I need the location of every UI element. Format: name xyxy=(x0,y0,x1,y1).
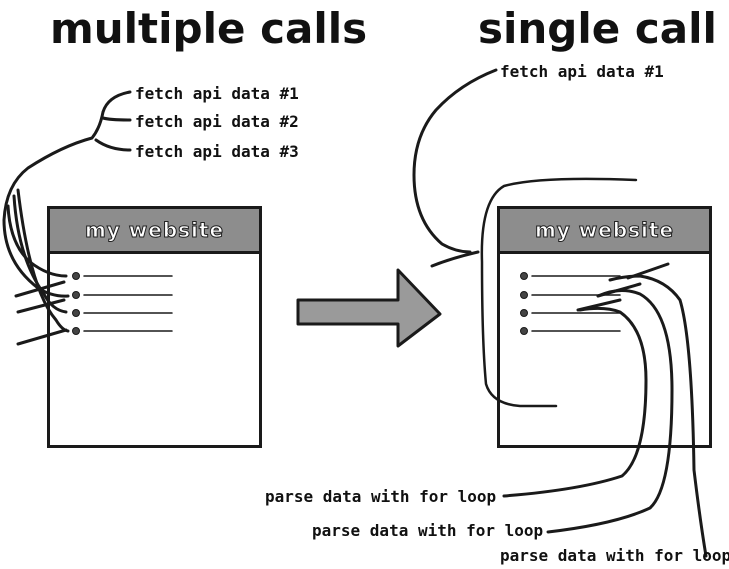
right-bullet-1 xyxy=(520,272,528,280)
left-fetch-label-3: fetch api data #3 xyxy=(135,142,299,161)
right-bullet-4 xyxy=(520,327,528,335)
right-parse-arrow-2 xyxy=(596,282,642,298)
left-arrow-stroke-2 xyxy=(16,298,66,314)
right-bullet-3 xyxy=(520,309,528,317)
right-arrow-icon xyxy=(296,268,442,348)
right-fetch-arrow-stroke xyxy=(430,250,480,268)
right-parse-arrow-1 xyxy=(626,262,670,280)
right-parse-curve-1 xyxy=(502,306,648,498)
right-parse-label-3: parse data with for loop xyxy=(500,546,729,565)
right-parse-curve-3 xyxy=(608,274,708,558)
left-fetch-branch-2 xyxy=(101,116,132,122)
right-loop-bracket xyxy=(480,177,638,408)
right-parse-label-1: parse data with for loop xyxy=(265,487,497,506)
left-fetch-label-1: fetch api data #1 xyxy=(135,84,299,103)
right-title: single call xyxy=(478,4,717,53)
left-arrow-stroke-3 xyxy=(16,328,68,346)
left-bullet-2 xyxy=(72,291,80,299)
right-fetch-label: fetch api data #1 xyxy=(500,62,664,81)
right-parse-arrow-3 xyxy=(576,298,622,312)
left-website-header: my website xyxy=(47,206,262,254)
right-bullet-2 xyxy=(520,291,528,299)
right-website-header: my website xyxy=(497,206,712,254)
right-parse-connectors xyxy=(502,262,708,558)
left-fetch-label-2: fetch api data #2 xyxy=(135,112,299,131)
right-website-body xyxy=(497,252,712,448)
right-website-title: my website xyxy=(534,218,675,243)
left-arrow-stroke-1 xyxy=(14,280,66,298)
left-fetch-curve-b xyxy=(12,194,68,314)
left-fetch-curve-c xyxy=(16,188,70,333)
left-website-title: my website xyxy=(84,218,225,243)
right-parse-curve-2 xyxy=(546,289,674,534)
left-fetch-branch-3 xyxy=(94,138,132,152)
left-fetch-connectors xyxy=(2,90,132,346)
left-title: multiple calls xyxy=(50,4,368,53)
right-parse-label-2: parse data with for loop xyxy=(312,521,544,540)
right-fetch-connector xyxy=(412,68,498,268)
left-bullet-1 xyxy=(72,272,80,280)
left-fetch-curve-main xyxy=(2,90,132,298)
left-website-body xyxy=(47,252,262,448)
right-fetch-curve xyxy=(412,68,498,254)
left-bullet-4 xyxy=(72,327,80,335)
left-list xyxy=(72,272,173,335)
left-bullet-3 xyxy=(72,309,80,317)
